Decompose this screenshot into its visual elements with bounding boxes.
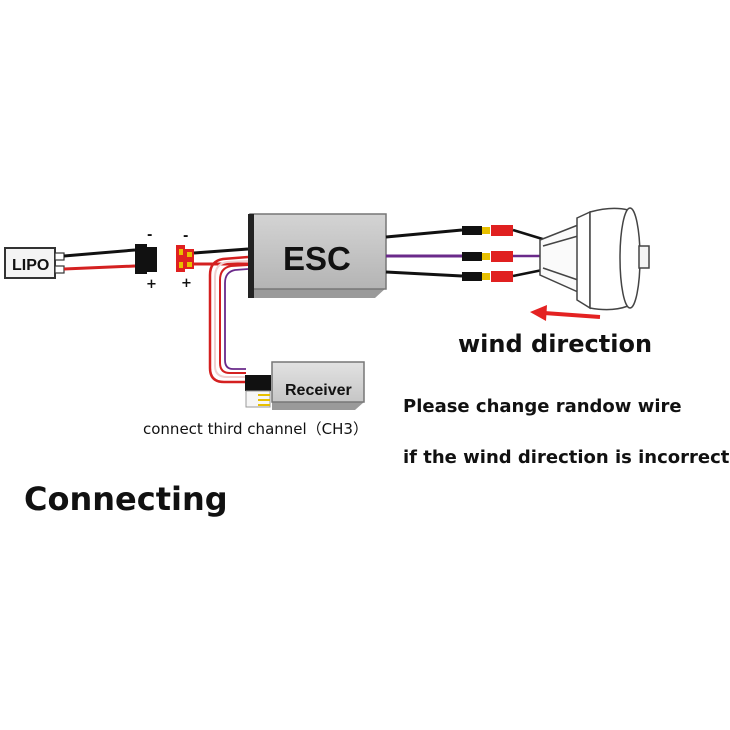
- page-title: Connecting: [24, 480, 228, 518]
- connect-channel-caption: connect third channel（CH3）: [143, 420, 368, 438]
- edf-motor: [539, 207, 650, 311]
- bullet-connectors: [462, 225, 513, 282]
- esc-power-connector: - +: [176, 229, 194, 291]
- lipo-battery: LIPO: [4, 247, 65, 279]
- phase-wire-1: [385, 228, 463, 239]
- esc-unit: ESC: [248, 213, 387, 298]
- receiver: Receiver: [245, 361, 365, 410]
- battery-connector-minus: -: [147, 228, 152, 243]
- wind-direction-label: wind direction: [458, 330, 653, 358]
- signal-cable: [208, 255, 249, 384]
- battery-connector: - +: [135, 228, 157, 292]
- instruction-change-wire: Please change randow wire: [403, 396, 682, 417]
- instruction-if-incorrect: if the wind direction is incorrect: [403, 447, 730, 468]
- wind-direction-arrow: [530, 305, 601, 321]
- receiver-label: Receiver: [285, 382, 352, 399]
- esc-black-wire: [193, 247, 249, 255]
- esc-label: ESC: [283, 240, 351, 277]
- phase-wire-3: [385, 270, 463, 278]
- battery-black-wire: [63, 248, 136, 258]
- esc-connector-minus: -: [183, 229, 188, 244]
- esc-connector-plus: +: [181, 276, 192, 291]
- battery-red-wire: [63, 264, 136, 271]
- lipo-label: LIPO: [12, 257, 49, 274]
- battery-connector-plus: +: [146, 277, 157, 292]
